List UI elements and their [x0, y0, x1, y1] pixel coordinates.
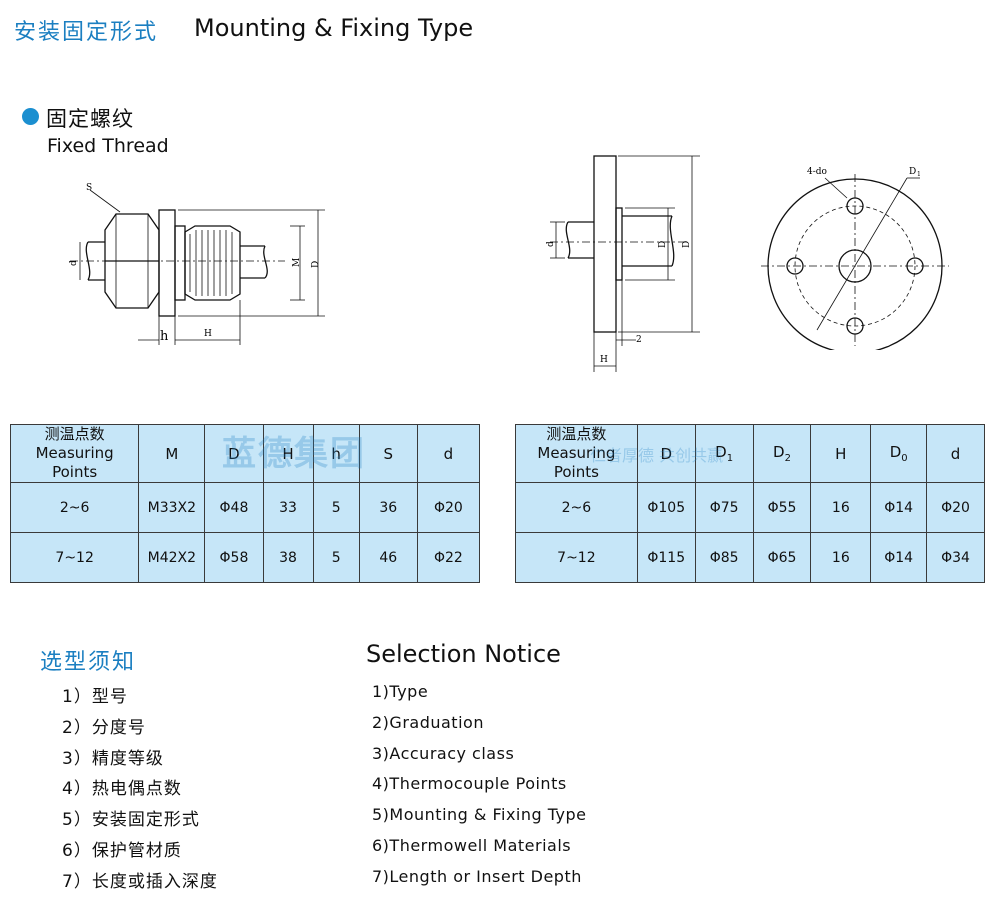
section-title-en: Fixed Thread: [47, 135, 169, 157]
cell-h-big: 38: [262, 532, 314, 583]
cell-d-small: Φ22: [416, 532, 481, 583]
flange-side-diagram: d D D H 2: [546, 155, 700, 372]
cell-s: 36: [358, 482, 418, 533]
cell-points: 7~12: [515, 532, 638, 583]
list-item: 7)Length or Insert Depth: [372, 866, 582, 886]
cell-d1: Φ75: [694, 482, 754, 533]
header-h-big: H: [262, 424, 314, 483]
label-s: S: [86, 183, 92, 193]
list-item: 2）分度号: [62, 717, 146, 738]
selection-list-en: 1)Type 2)Graduation 3)Accuracy class 4)T…: [372, 682, 587, 898]
cell-s: 46: [358, 532, 418, 583]
cell-m: M42X2: [138, 532, 206, 583]
cell-h-big: 33: [262, 482, 314, 533]
cell-d0: Φ14: [870, 532, 928, 583]
label-flange-d1: D: [658, 241, 668, 248]
thread-fitting-diagram: S d M D h H: [69, 183, 325, 345]
section-title-cn: 固定螺纹: [46, 107, 134, 131]
cell-h: 16: [810, 482, 872, 533]
label-front-d1: D: [909, 167, 916, 177]
list-item: 1）型号: [62, 687, 128, 707]
page-title-cn: 安装固定形式: [14, 20, 159, 45]
label-m: M: [292, 258, 302, 267]
cell-m: M33X2: [138, 482, 206, 533]
header-h: H: [810, 424, 872, 483]
list-item: 5)Mounting & Fixing Type: [372, 805, 587, 825]
cell-d2: Φ55: [752, 482, 812, 533]
list-item: 6)Thermowell Materials: [372, 835, 572, 855]
page-title-en: Mounting & Fixing Type: [194, 14, 474, 42]
table-row: 2~6 Φ105 Φ75 Φ55 16 Φ14 Φ20: [515, 482, 985, 533]
label-d: d: [69, 260, 79, 266]
cell-d: Φ58: [204, 532, 264, 583]
header-d: D: [636, 424, 696, 483]
header-d1: D1: [694, 424, 754, 483]
selection-title-en: Selection Notice: [366, 640, 561, 668]
table-row: 2~6 M33X2 Φ48 33 5 36 Φ20: [9, 482, 481, 533]
label-big-d: D: [311, 261, 321, 268]
header-h-small: h: [312, 424, 360, 483]
cell-d-small: Φ20: [416, 482, 481, 533]
list-item: 7）长度或插入深度: [62, 871, 218, 892]
header-d: D: [204, 424, 264, 483]
list-item: 3)Accuracy class: [372, 743, 515, 763]
cell-h-small: 5: [312, 482, 360, 533]
table-row: 7~12 M42X2 Φ58 38 5 46 Φ22: [9, 532, 481, 583]
list-item: 6）保护管材质: [62, 840, 182, 861]
label-flange-h: H: [600, 355, 608, 365]
header-d0: D0: [870, 424, 928, 483]
cell-d-small: Φ34: [926, 532, 985, 583]
label-4-do: 4-do: [807, 167, 827, 177]
label-h-big: H: [204, 329, 212, 339]
label-front-d1-sub: 1: [917, 171, 921, 178]
header-d-small: d: [926, 424, 985, 483]
flange-front-diagram: 4-do D 1: [761, 167, 949, 350]
header-s: S: [358, 424, 418, 483]
table-row: 7~12 Φ115 Φ85 Φ65 16 Φ14 Φ34: [515, 532, 985, 583]
selection-title-cn: 选型须知: [40, 650, 137, 675]
label-flange-d: d: [546, 241, 556, 247]
cell-d: Φ105: [636, 482, 696, 533]
header-m: M: [138, 424, 206, 483]
label-flange-big-d: D: [682, 241, 692, 248]
cell-points: 7~12: [9, 532, 140, 583]
list-item: 5）安装固定形式: [62, 810, 200, 831]
cell-d-small: Φ20: [926, 482, 985, 533]
cell-d2: Φ65: [752, 532, 812, 583]
cell-h-small: 5: [312, 532, 360, 583]
list-item: 4)Thermocouple Points: [372, 774, 567, 794]
cell-d0: Φ14: [870, 482, 928, 533]
bullet-dot-icon: [22, 108, 39, 125]
cell-points: 2~6: [515, 482, 638, 533]
list-item: 1)Type: [372, 682, 429, 701]
cell-h: 16: [810, 532, 872, 583]
cell-points: 2~6: [9, 482, 140, 533]
cell-d: Φ115: [636, 532, 696, 583]
label-flange-2: 2: [636, 335, 642, 345]
list-item: 2)Graduation: [372, 712, 484, 732]
cell-d: Φ48: [204, 482, 264, 533]
header-d-small: d: [416, 424, 481, 483]
label-h-small: h: [160, 329, 169, 344]
cell-d1: Φ85: [694, 532, 754, 583]
selection-list-cn: 1）型号 2）分度号 3）精度等级 4）热电偶点数 5）安装固定形式 6）保护管…: [62, 682, 218, 898]
header-d2: D2: [752, 424, 812, 483]
list-item: 3）精度等级: [62, 748, 164, 769]
list-item: 4）热电偶点数: [62, 779, 182, 800]
